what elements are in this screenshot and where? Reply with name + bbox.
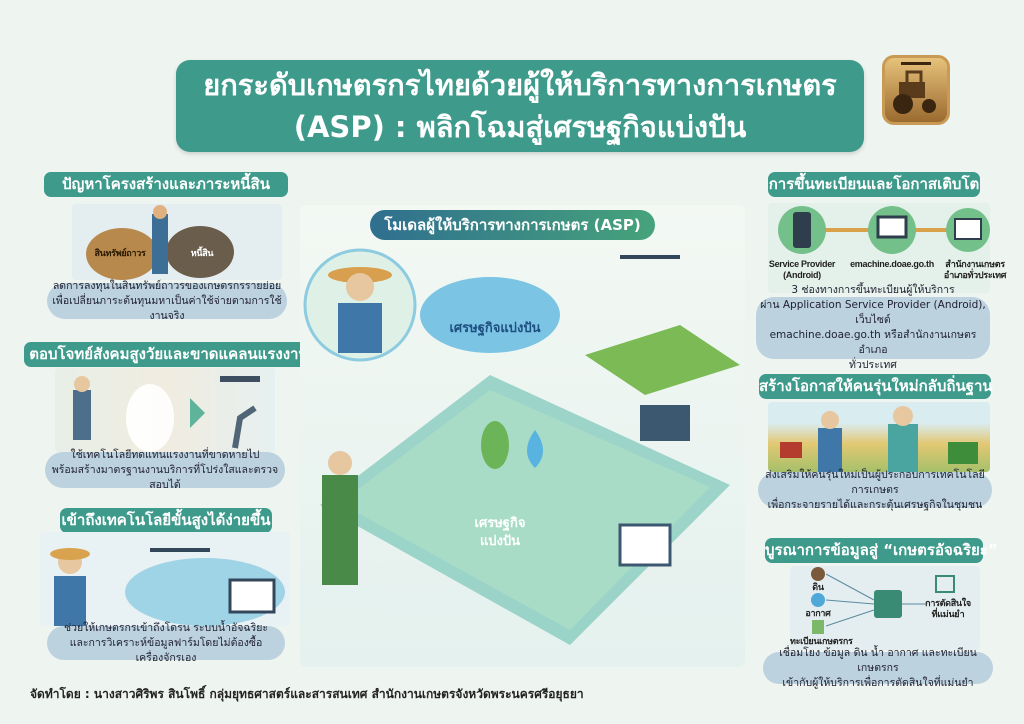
input-farmer-registry: ทะเบียนเกษตรกร — [790, 636, 853, 646]
asp-model-diagram: เศรษฐกิจแบ่งปัน เศรษฐกิจแบ่งปัน — [300, 205, 745, 667]
input-soil: ดิน — [812, 582, 824, 592]
debt-illustration: สินทรัพย์ถาวร หนี้สิน — [72, 204, 282, 280]
smart-farming-diagram: ดิน อากาศ ทะเบียนเกษตรกร การตัดสินใจที่แ… — [790, 566, 980, 650]
title-line-2: (ASP) : พลิกโฉมสู่เศรษฐกิจแบ่งปัน — [293, 110, 747, 144]
caption-smart-farming: เชื่อมโยง ข้อมูล ดิน น้ำ อากาศ และทะเบีย… — [763, 647, 993, 689]
channel-office: สำนักงานเกษตรอำเภอทั่วประเทศ — [943, 259, 1007, 280]
caption-young-gen: ส่งเสริมให้คนรุ่นใหม่เป็นผู้ประกอบการเทค… — [758, 469, 992, 511]
footer-credit: จัดทำโดย : นางสาวศิริพร สินโพธิ์ กลุ่มยุ… — [30, 687, 584, 701]
registration-channels: Service Provider(Android) emachine.doae.… — [768, 203, 1006, 293]
channel-website: emachine.doae.go.th — [850, 259, 934, 269]
asset-label: สินทรัพย์ถาวร — [94, 248, 146, 258]
tractor-logo-icon — [882, 55, 950, 125]
output-decision: การตัดสินใจที่แม่นยำ — [925, 598, 971, 619]
caption-debt: ลดการลงทุนในสินทรัพย์ถาวรของเกษตรกรรายย่… — [47, 280, 287, 322]
young-gen-illustration — [768, 402, 990, 472]
access-tech-illustration — [40, 532, 290, 626]
platform-label: เศรษฐกิจแบ่งปัน — [474, 516, 526, 549]
main-title: ยกระดับเกษตรกรไทยด้วยผู้ให้บริการทางการเ… — [176, 60, 864, 152]
debt-label: หนี้สิน — [190, 248, 214, 258]
caption-registration: 3 ช่องทางการขึ้นทะเบียนผู้ให้บริการผ่าน … — [756, 284, 990, 371]
cloud-label: เศรษฐกิจแบ่งปัน — [449, 321, 541, 336]
title-line-1: ยกระดับเกษตรกรไทยด้วยผู้ให้บริการทางการเ… — [203, 68, 837, 102]
heading-young-gen: สร้างโอกาสให้คนรุ่นใหม่กลับถิ่นฐาน — [759, 374, 993, 399]
channel-android: Service Provider(Android) — [768, 259, 836, 280]
heading-access-tech: เข้าถึงเทคโนโลยีขั้นสูงได้ง่ายขึ้น — [60, 508, 272, 533]
asp-model-subtitle: โมเดลผู้ให้บริการทางการเกษตร (ASP) — [370, 210, 655, 240]
caption-aging: ใช้เทคโนโลยีทดแทนแรงงานที่ขาดหายไปพร้อมส… — [45, 449, 285, 491]
heading-debt: ปัญหาโครงสร้างและภาระหนี้สิน — [44, 172, 288, 197]
input-weather: อากาศ — [805, 608, 831, 618]
heading-registration: การขึ้นทะเบียนและโอกาสเติบโต — [768, 172, 980, 197]
heading-smart-farming: บูรณาการข้อมูลสู่ “เกษตรอัจฉริยะ” — [765, 538, 998, 563]
heading-aging: ตอบโจทย์สังคมสูงวัยและขาดแคลนแรงงาน — [24, 342, 314, 367]
aging-labor-illustration — [55, 368, 275, 452]
caption-access-tech: ช่วยให้เกษตรกรเข้าถึงโดรน ระบบน้ำอัจฉริย… — [47, 622, 285, 664]
